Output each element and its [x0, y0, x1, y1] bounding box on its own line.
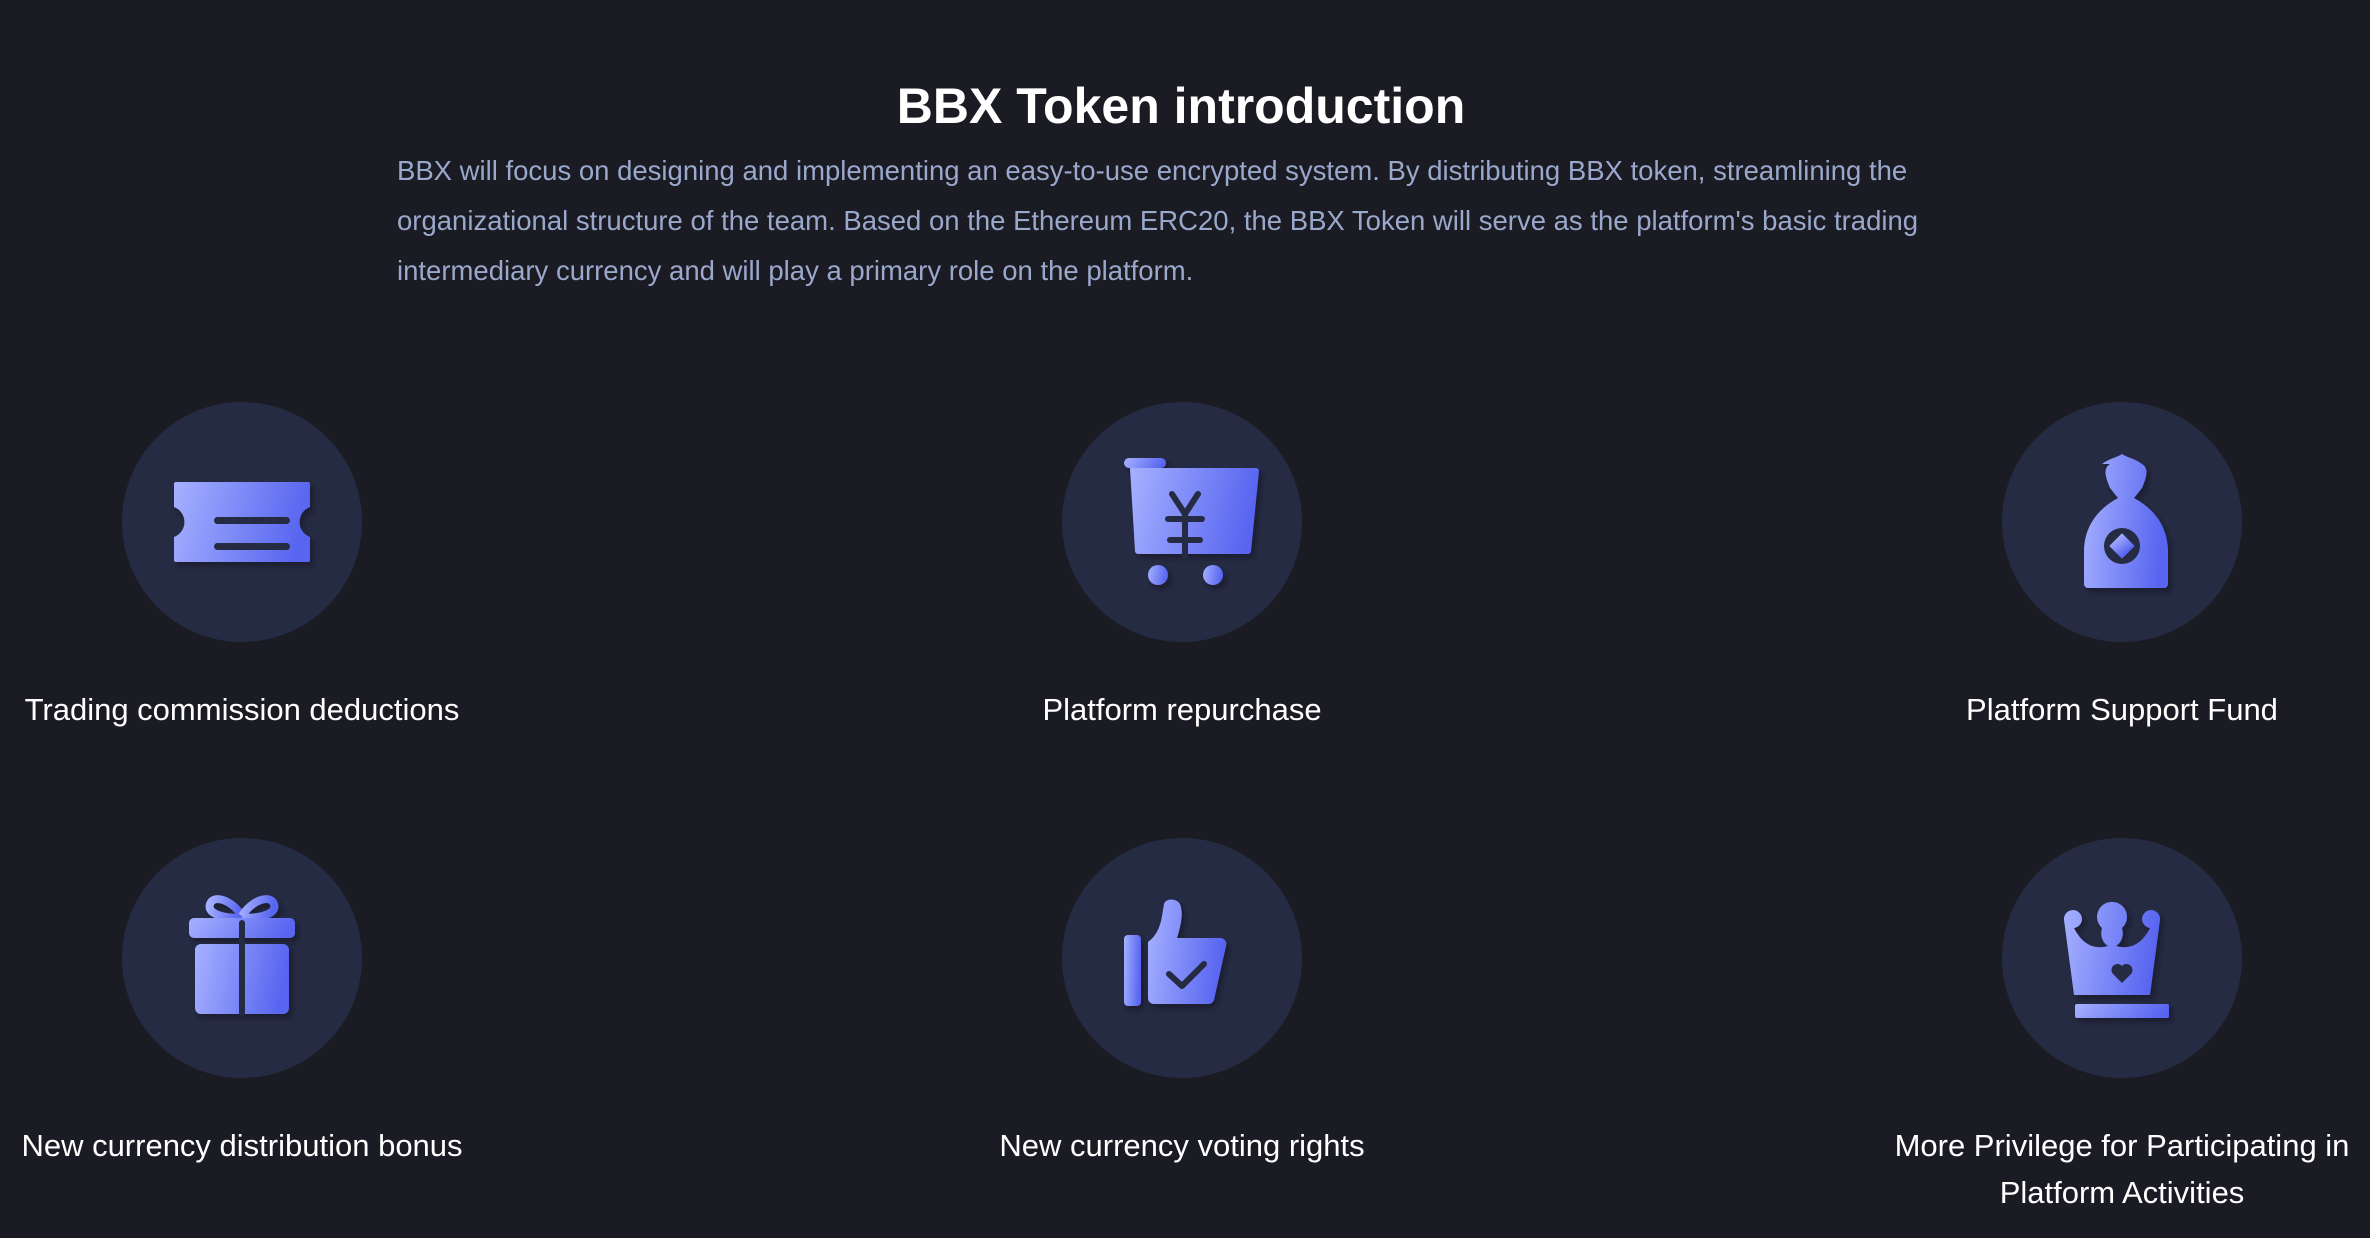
feature-privilege-activities: More Privilege for Participating in Plat…: [1872, 838, 2370, 1216]
feature-icon-circle: [1062, 838, 1302, 1078]
feature-icon-circle: [2002, 402, 2242, 642]
ticket-icon: [174, 482, 310, 562]
feature-label: Platform Support Fund: [1966, 692, 2278, 727]
feature-icon-circle: [122, 838, 362, 1078]
feature-icon-circle: [2002, 838, 2242, 1078]
feature-icon-circle: [122, 402, 362, 642]
money-bag-icon: [2084, 454, 2168, 588]
feature-trading-commission: Trading commission deductions: [0, 402, 492, 733]
intro-paragraph: BBX will focus on designing and implemen…: [397, 155, 1919, 286]
shopping-cart-yen-icon: [1124, 458, 1259, 585]
gift-icon: [189, 895, 295, 1016]
feature-icon-circle: [1062, 402, 1302, 642]
feature-label: More Privilege for Participating in Plat…: [1894, 1128, 2350, 1210]
feature-platform-support-fund: Platform Support Fund: [1872, 402, 2370, 733]
thumbs-up-check-icon: [1124, 899, 1227, 1006]
feature-distribution-bonus: New currency distribution bonus: [0, 838, 492, 1169]
feature-platform-repurchase: Platform repurchase: [932, 402, 1432, 733]
feature-label: New currency voting rights: [999, 1128, 1365, 1163]
crown-heart-icon: [2063, 901, 2169, 1018]
feature-label: Trading commission deductions: [24, 692, 460, 727]
feature-label: Platform repurchase: [1042, 692, 1322, 727]
section-title: BBX Token introduction: [896, 77, 1466, 134]
feature-label: New currency distribution bonus: [21, 1128, 463, 1163]
feature-voting-rights: New currency voting rights: [932, 838, 1432, 1169]
